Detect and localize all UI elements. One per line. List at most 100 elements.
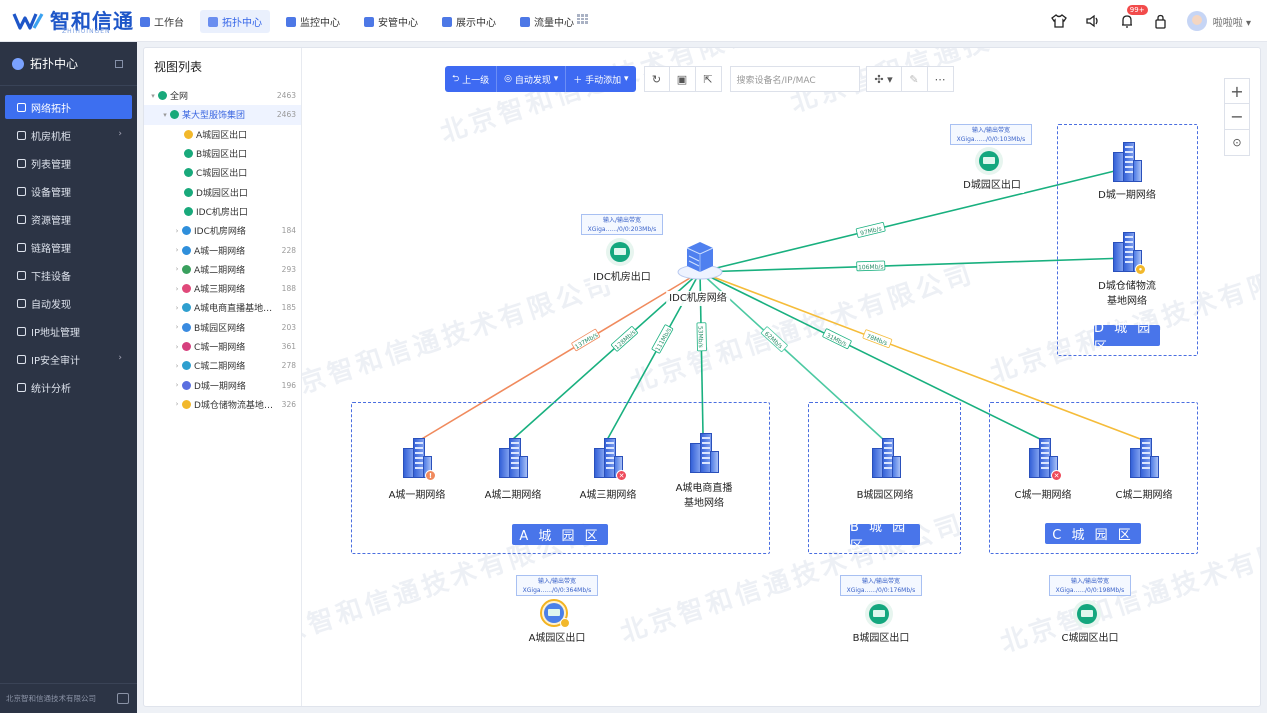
- building-icon[interactable]: ✕: [1025, 436, 1062, 481]
- sidebar-item-device[interactable]: 设备管理: [5, 179, 132, 203]
- view-tree-title: 视图列表: [154, 60, 203, 74]
- chevron-right-icon[interactable]: ›: [175, 226, 179, 235]
- zoom-controls: + − ⊙: [1224, 78, 1250, 156]
- core-switch-icon[interactable]: [677, 236, 723, 280]
- chevron-right-icon[interactable]: ›: [175, 246, 179, 255]
- search-input[interactable]: 搜索设备名/IP/MAC: [729, 66, 860, 92]
- tree-item[interactable]: IDC机房出口: [144, 202, 301, 221]
- sidebar-item-network-topology[interactable]: 网络拓扑: [5, 95, 132, 119]
- chevron-right-icon[interactable]: ›: [175, 342, 179, 351]
- building-icon[interactable]: [868, 436, 902, 478]
- chevron-down-icon[interactable]: ▾: [151, 91, 155, 100]
- topology-canvas[interactable]: 北京智和信通技术有限公司 北京智和信通技术有限公司 北京智和信通技术有限公司 北…: [302, 48, 1260, 706]
- edit-icon[interactable]: ✎: [901, 66, 928, 92]
- chevron-down-icon[interactable]: ▾: [163, 110, 167, 119]
- sidebar-item-ip-audit[interactable]: IP安全审计›: [5, 347, 132, 371]
- sidebar-item-ip[interactable]: IP地址管理: [5, 319, 132, 343]
- chevron-right-icon[interactable]: ›: [175, 303, 179, 312]
- tree-item[interactable]: C城园区出口: [144, 163, 301, 182]
- sidebar-item-stats[interactable]: 统计分析: [5, 375, 132, 399]
- zoom-fit-icon[interactable]: ⊙: [1224, 130, 1250, 156]
- link-line[interactable]: [699, 271, 886, 442]
- user-name-label: 啦啦啦: [1212, 17, 1243, 29]
- link-line[interactable]: [699, 257, 1128, 273]
- collapse-icon[interactable]: [117, 693, 129, 704]
- nav-monitor[interactable]: 监控中心: [278, 10, 348, 33]
- tree-item-label: B城园区出口: [196, 150, 248, 161]
- avatar[interactable]: [1186, 11, 1207, 31]
- up-level-button[interactable]: ⮌ 上一级: [445, 66, 497, 92]
- sidebar-item-resource[interactable]: 资源管理: [5, 207, 132, 231]
- tree-item[interactable]: B城园区出口: [144, 144, 301, 163]
- building-icon[interactable]: •: [1109, 230, 1146, 275]
- sidebar-item-discovery[interactable]: 自动发现: [5, 291, 132, 315]
- chevron-right-icon[interactable]: ›: [175, 400, 179, 409]
- chevron-right-icon[interactable]: ›: [175, 381, 179, 390]
- building-icon[interactable]: [1126, 436, 1160, 478]
- sidebar-item-attached[interactable]: 下挂设备: [5, 263, 132, 287]
- collapse-grid-icon[interactable]: [115, 60, 123, 68]
- zoom-out-icon[interactable]: −: [1224, 104, 1250, 130]
- tshirt-icon[interactable]: [1050, 13, 1067, 29]
- tree-item-label: 全网: [170, 92, 189, 103]
- brand-logo[interactable]: 智和信通 ZHIHUINGEN: [12, 8, 134, 35]
- topology-toolbar: ⮌ 上一级 ◎ 自动发现 ▾ ＋ 手动添加 ▾ ↻ ▣ ⇱ 搜索设备名/IP/M…: [445, 66, 962, 92]
- tree-item[interactable]: A城园区出口: [144, 125, 301, 144]
- layout-icon[interactable]: ✣ ▾: [865, 66, 902, 92]
- nav-security[interactable]: 安管中心: [356, 10, 426, 33]
- more-icon[interactable]: ⋯: [927, 66, 954, 92]
- sidebar-item-rack[interactable]: 机房机柜›: [5, 123, 132, 147]
- router-icon[interactable]: [865, 600, 893, 628]
- chevron-right-icon[interactable]: ›: [175, 284, 179, 293]
- link-line[interactable]: [699, 271, 1144, 441]
- chevron-right-icon[interactable]: ›: [175, 265, 179, 274]
- nav-traffic[interactable]: 流量中心: [512, 10, 582, 33]
- speaker-icon[interactable]: [1085, 13, 1101, 29]
- auto-discover-label: 自动发现: [514, 75, 551, 86]
- tree-item[interactable]: D城园区出口: [144, 182, 301, 201]
- building-icon[interactable]: !: [399, 436, 436, 481]
- building-icon[interactable]: [686, 431, 720, 473]
- building-icon[interactable]: [1109, 140, 1143, 182]
- router-icon[interactable]: [540, 599, 570, 628]
- building-icon[interactable]: ✕: [590, 436, 627, 481]
- building-icon[interactable]: [495, 436, 529, 478]
- zoom-in-icon[interactable]: +: [1224, 78, 1250, 104]
- nav-workbench[interactable]: 工作台: [132, 10, 192, 33]
- router-icon[interactable]: [606, 238, 634, 266]
- sidebar-item-list[interactable]: 列表管理: [5, 151, 132, 175]
- auto-discover-button[interactable]: ◎ 自动发现 ▾: [496, 66, 566, 92]
- chevron-right-icon[interactable]: ›: [175, 361, 179, 370]
- refresh-icon[interactable]: ↻: [643, 66, 670, 92]
- link-line[interactable]: [699, 167, 1128, 273]
- link-line[interactable]: [699, 271, 1043, 441]
- nav-display[interactable]: 展示中心: [434, 10, 504, 33]
- lock-icon[interactable]: [1153, 13, 1169, 29]
- manual-add-button[interactable]: ＋ 手动添加 ▾: [565, 66, 636, 92]
- nav-topology[interactable]: 拓扑中心: [200, 10, 270, 33]
- router-icon[interactable]: [1073, 600, 1101, 628]
- sidebar-item-link[interactable]: 链路管理: [5, 235, 132, 259]
- bell-icon[interactable]: 99+: [1119, 5, 1148, 29]
- link-line[interactable]: [414, 271, 701, 444]
- export-icon[interactable]: ⇱: [695, 66, 722, 92]
- router-icon[interactable]: [975, 147, 1003, 175]
- apps-grid-icon[interactable]: [577, 14, 588, 24]
- user-name[interactable]: 啦啦啦 ▾: [1212, 17, 1251, 29]
- chevron-right-icon[interactable]: ›: [175, 323, 179, 332]
- save-icon[interactable]: ▣: [669, 66, 696, 92]
- node-label-a-exit: A城园区出口: [525, 631, 589, 646]
- node-type-icon: [182, 361, 191, 371]
